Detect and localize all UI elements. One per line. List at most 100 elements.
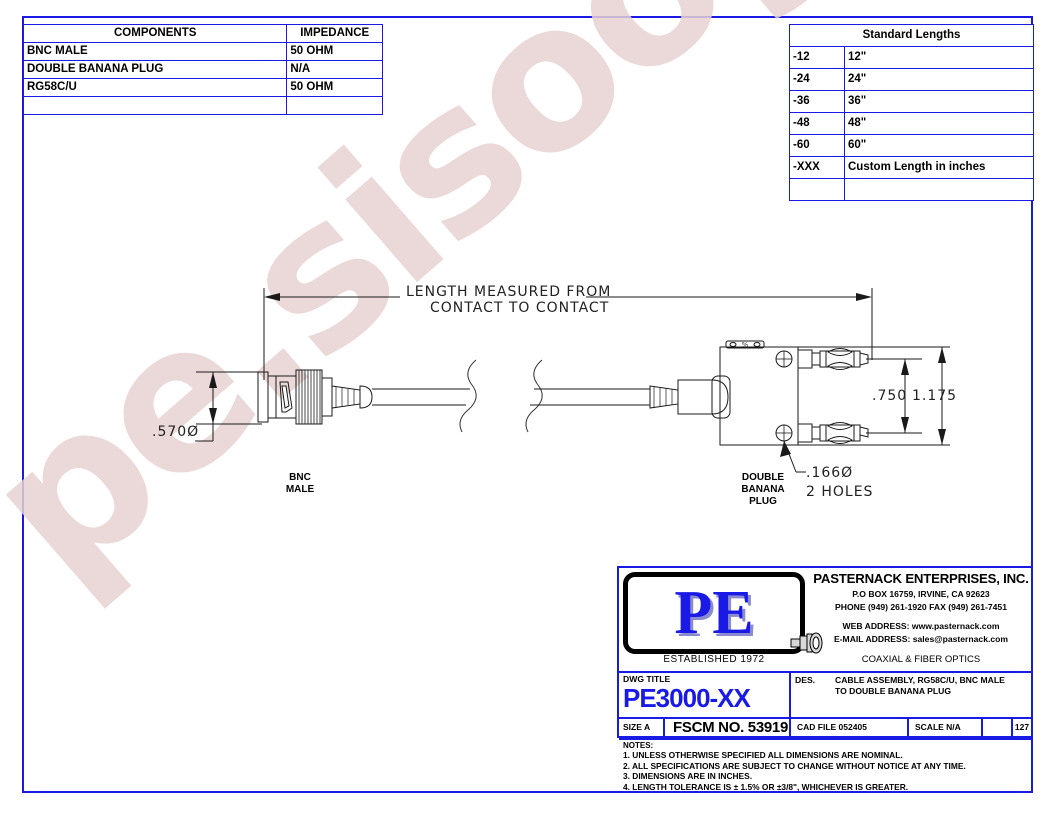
- description-text: CABLE ASSEMBLY, RG58C/U, BNC MALE TO DOU…: [835, 675, 1029, 697]
- component-impedance: [286, 96, 383, 115]
- company-web[interactable]: WEB ADDRESS: www.pasternack.com: [842, 621, 1000, 631]
- length-value: [844, 178, 1034, 201]
- description-line1: CABLE ASSEMBLY, RG58C/U, BNC MALE: [835, 675, 1005, 685]
- table-row: DOUBLE BANANA PLUG N/A: [22, 60, 383, 79]
- arrow-750-up: [901, 359, 909, 375]
- banana-tab-hole-left: [729, 342, 737, 347]
- company-phone: PHONE (949) 261-1920 FAX (949) 261-7451: [835, 602, 1007, 612]
- logo-text: PE: [674, 578, 754, 647]
- bnc-rear-body: [321, 377, 333, 417]
- banana-body-block: [719, 346, 799, 446]
- component-impedance: N/A: [286, 60, 383, 79]
- length-value: 24": [844, 68, 1034, 91]
- notes-section: NOTES: 1. UNLESS OTHERWISE SPECIFIED ALL…: [619, 740, 1031, 792]
- drawing-number: PE3000-XX: [623, 683, 751, 713]
- arrow-166: [780, 441, 791, 457]
- company-address: P.O BOX 16759, IRVINE, CA 92623: [852, 589, 990, 599]
- hole-count-note: 2 HOLES: [806, 484, 874, 500]
- notes-header: NOTES:: [623, 741, 654, 750]
- banana-collar: [711, 375, 731, 419]
- banana-top-tab: [725, 340, 765, 349]
- sheet-border: [22, 16, 1033, 793]
- table-row: RG58C/U 50 OHM: [22, 78, 383, 97]
- svg-text:%: %: [742, 341, 749, 349]
- banana-pin-bot-neck: [811, 426, 821, 440]
- bnc-front-ring: [257, 371, 269, 423]
- table-row: Standard Lengths: [789, 24, 1034, 47]
- dwg-title-label: DWG TITLE: [623, 674, 671, 684]
- banana-pin-top-spring1: [827, 348, 853, 356]
- component-impedance: 50 OHM: [286, 78, 383, 97]
- length-value: 12": [844, 46, 1034, 69]
- note-item: 3. DIMENSIONS ARE IN INCHES.: [623, 771, 753, 781]
- company-info: PASTERNACK ENTERPRISES, INC. P.O BOX 167…: [813, 571, 1029, 644]
- overall-height-dim: 1.175: [912, 388, 958, 404]
- banana-pin-bot-spring1: [827, 422, 853, 430]
- table-row: [22, 96, 383, 115]
- pin-spacing-dim: .750: [872, 388, 908, 404]
- company-name: PASTERNACK ENTERPRISES, INC.: [813, 571, 1029, 586]
- drawing-number-cell: DWG TITLE PE3000-XX: [619, 673, 791, 717]
- established-text: ESTABLISHED 1972: [663, 654, 765, 665]
- bnc-front-ring2: [267, 375, 277, 419]
- description-line2: TO DOUBLE BANANA PLUG: [835, 686, 952, 696]
- bnc-knurl: [295, 369, 323, 425]
- banana-pin-top-tip: [859, 352, 869, 366]
- banana-pin-top-base: [797, 349, 813, 369]
- component-name: [22, 96, 288, 115]
- pasternack-logo: PE: [623, 572, 805, 654]
- company-email[interactable]: E-MAIL ADDRESS: sales@pasternack.com: [833, 634, 1009, 644]
- bnc-label-line1: BNC: [289, 472, 311, 483]
- length-note-line1: LENGTH MEASURED FROM: [406, 284, 612, 300]
- length-value: Custom Length in inches: [844, 156, 1034, 179]
- banana-tab-hole-right: [753, 342, 761, 347]
- arrow-570-down: [209, 408, 217, 424]
- bnc-label-line2: MALE: [285, 484, 315, 495]
- title-block: PE ESTABLISHED 1972 PASTERNACK ENTERPRIS…: [617, 566, 1033, 792]
- component-name: BNC MALE: [22, 42, 288, 61]
- arrow-1175-up: [938, 347, 946, 363]
- banana-connector-label: DOUBLE BANANA PLUG: [724, 472, 802, 508]
- banana-label-line1: DOUBLE: [741, 472, 785, 483]
- bnc-connector-icon: [790, 632, 823, 654]
- table-row: COMPONENTS IMPEDANCE: [22, 24, 383, 43]
- component-name: RG58C/U: [22, 78, 288, 97]
- components-table: COMPONENTS IMPEDANCE BNC MALE 50 OHM DOU…: [22, 24, 383, 115]
- table-row: -24 24": [789, 68, 1034, 91]
- banana-boot: [677, 379, 729, 415]
- length-code: -24: [789, 68, 845, 91]
- note-item: 2. ALL SPECIFICATIONS ARE SUBJECT TO CHA…: [623, 760, 966, 771]
- bnc-knurl-lines: [298, 370, 321, 424]
- banana-label-line2: BANANA: [741, 484, 785, 495]
- table-row: -XXX Custom Length in inches: [789, 156, 1034, 179]
- length-code: -36: [789, 90, 845, 113]
- banana-pin-top-spring2: [827, 362, 853, 370]
- banana-pin-bot-tip: [859, 426, 869, 438]
- arrow-570-up: [209, 372, 217, 388]
- sheet-size: SIZE A: [619, 719, 665, 738]
- arrow-750-down: [901, 417, 909, 433]
- banana-pin-bot-base: [797, 423, 813, 443]
- components-header: COMPONENTS: [22, 24, 288, 43]
- description-cell: DES. CABLE ASSEMBLY, RG58C/U, BNC MALE T…: [791, 673, 1031, 717]
- hole-diameter-dim: .166Ø: [806, 465, 854, 481]
- cable-break-2: [525, 359, 543, 433]
- banana-label-line3: PLUG: [749, 496, 777, 507]
- length-value: 48": [844, 112, 1034, 135]
- sheet-number: 127: [1014, 722, 1030, 732]
- drawing-title-row: DWG TITLE PE3000-XX DES. CABLE ASSEMBLY,…: [619, 673, 1031, 719]
- banana-pin-top-neck: [811, 352, 821, 366]
- arrow-left: [264, 293, 280, 301]
- arrow-right: [856, 293, 872, 301]
- arrow-1175-down: [938, 429, 946, 445]
- bnc-diameter-dim: .570Ø: [152, 424, 200, 440]
- company-tagline: COAXIAL & FIBER OPTICS: [861, 654, 981, 665]
- banana-pin-bot-spring2: [827, 436, 853, 444]
- bnc-ferrule: [359, 385, 373, 409]
- table-row: -48 48": [789, 112, 1034, 135]
- table-row: BNC MALE 50 OHM: [22, 42, 383, 61]
- component-impedance: 50 OHM: [286, 42, 383, 61]
- drawing-scale: SCALE N/A: [909, 719, 983, 738]
